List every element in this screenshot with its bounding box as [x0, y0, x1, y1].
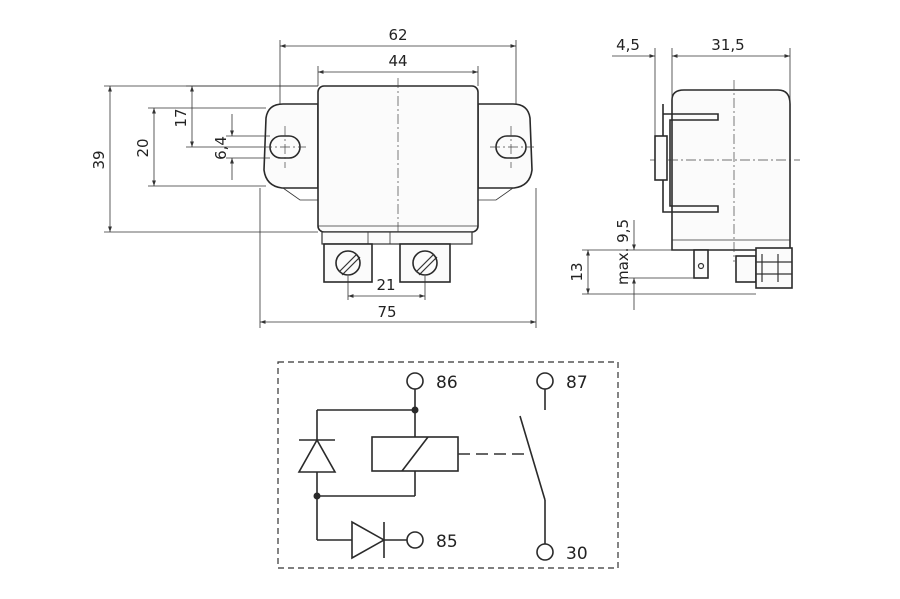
pin-30-label: 30 [566, 544, 588, 564]
mounting-bracket [263, 103, 319, 189]
dim-21: 21 [376, 276, 395, 294]
pin-86-terminal [406, 372, 424, 390]
flyback-diode [297, 438, 337, 473]
side-view: 4,5 31,5 max. 9,5 13 [568, 36, 800, 310]
side-bracket [662, 104, 719, 213]
dim-17: 17 [172, 108, 190, 127]
dim-39: 39 [90, 150, 108, 169]
front-view: 62 44 39 20 17 6,4 21 [90, 26, 537, 328]
dim-6-4: 6,4 [212, 136, 230, 160]
pin-85-terminal [406, 531, 424, 549]
dim-44: 44 [388, 52, 407, 70]
relay-coil [371, 436, 459, 472]
side-terminal-connector [735, 247, 793, 289]
dim-75: 75 [377, 303, 396, 321]
dim-20: 20 [134, 138, 152, 157]
pin-87-label: 87 [566, 373, 588, 393]
pin-85-label: 85 [436, 532, 458, 552]
pin-87-terminal [536, 372, 554, 390]
dim-13: 13 [568, 262, 586, 281]
dim-4-5: 4,5 [616, 36, 640, 54]
series-diode [351, 520, 386, 560]
terminal-right [399, 243, 451, 283]
dim-max-9-5: max. 9,5 [614, 219, 632, 285]
switch-contact [519, 415, 546, 501]
dim-31-5: 31,5 [711, 36, 744, 54]
pin-86-label: 86 [436, 373, 458, 393]
dim-62: 62 [388, 26, 407, 44]
pin-30-terminal [536, 543, 554, 561]
circuit-schematic: 86 85 87 [277, 361, 619, 569]
schematic-border [277, 361, 619, 569]
